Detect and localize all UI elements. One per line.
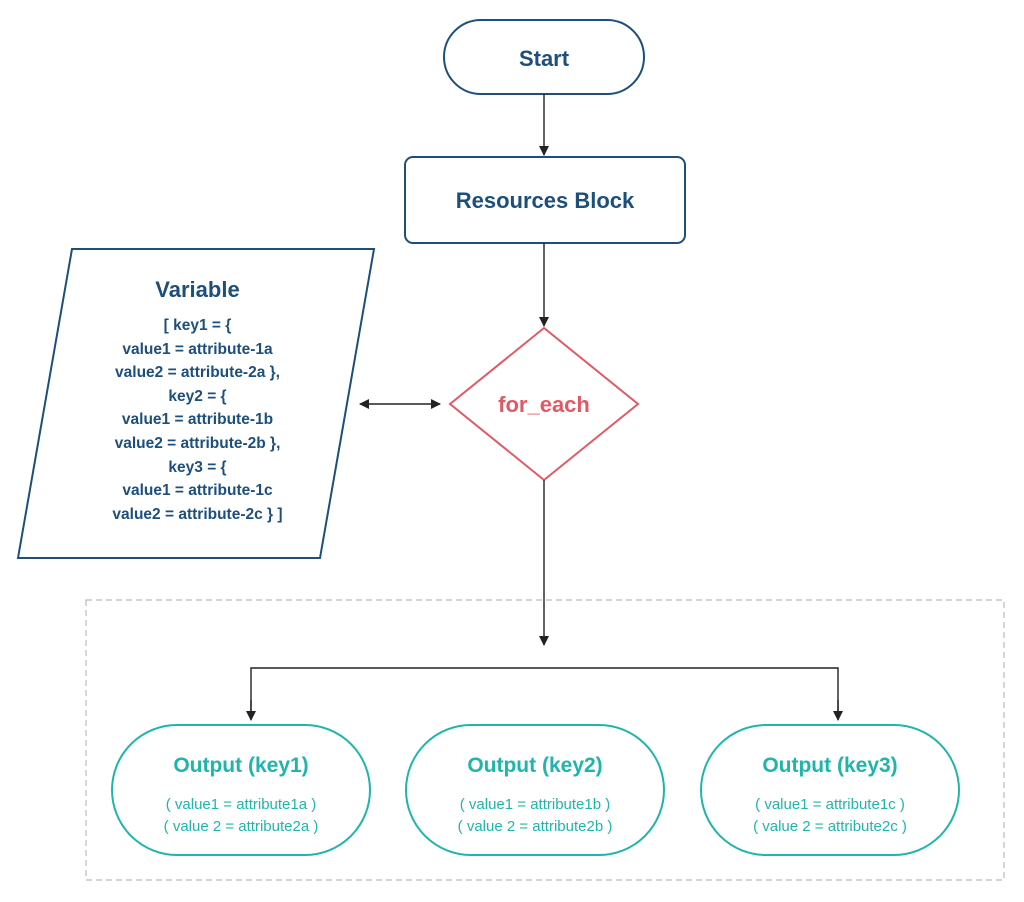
output-key2-value2: ( value 2 = attribute2b )	[457, 818, 613, 835]
variable-line: value2 = attribute-2c } ]	[112, 505, 283, 523]
variable-line: key3 = {	[168, 458, 227, 476]
variable-line: value1 = attribute-1a	[122, 340, 273, 358]
variable-line: value2 = attribute-2b },	[114, 434, 281, 452]
output-key2: Output (key2) ( value1 = attribute1b ) (…	[406, 748, 664, 838]
output-key3-title: Output (key3)	[762, 754, 898, 777]
variable-line: value2 = attribute-2a },	[115, 364, 280, 382]
variable-block: Variable [ key1 = { value1 = attribute-1…	[60, 270, 335, 526]
output-key1-value1: ( value1 = attribute1a )	[165, 796, 317, 813]
for-each-label: for_each	[498, 392, 590, 417]
output-key2-shape	[405, 724, 665, 856]
output-key2-value1: ( value1 = attribute1b )	[459, 796, 611, 813]
output-key3: Output (key3) ( value1 = attribute1c ) (…	[701, 748, 959, 838]
branch-line	[250, 667, 839, 718]
output-key2-title: Output (key2)	[467, 754, 603, 777]
variable-parallelogram	[16, 248, 376, 559]
variable-title: Variable	[155, 277, 240, 302]
output-key1-title: Output (key1)	[173, 754, 309, 777]
resources-block-shape	[404, 156, 686, 244]
output-key1-value2: ( value 2 = attribute2a )	[163, 818, 319, 835]
variable-line: [ key1 = {	[163, 317, 232, 334]
variable-line: value1 = attribute-1c	[122, 482, 273, 500]
output-key1: Output (key1) ( value1 = attribute1a ) (…	[112, 748, 370, 838]
start-label: Start	[518, 46, 570, 71]
output-key1-shape	[111, 724, 371, 856]
resources-block-label: Resources Block	[455, 188, 635, 213]
output-key3-shape	[700, 724, 960, 856]
output-group-border	[85, 599, 1005, 881]
variable-line: key2 = {	[168, 387, 227, 405]
variable-line: value1 = attribute-1b	[121, 411, 274, 429]
output-key3-value1: ( value1 = attribute1c )	[755, 796, 905, 813]
output-key3-value2: ( value 2 = attribute2c )	[753, 818, 907, 835]
